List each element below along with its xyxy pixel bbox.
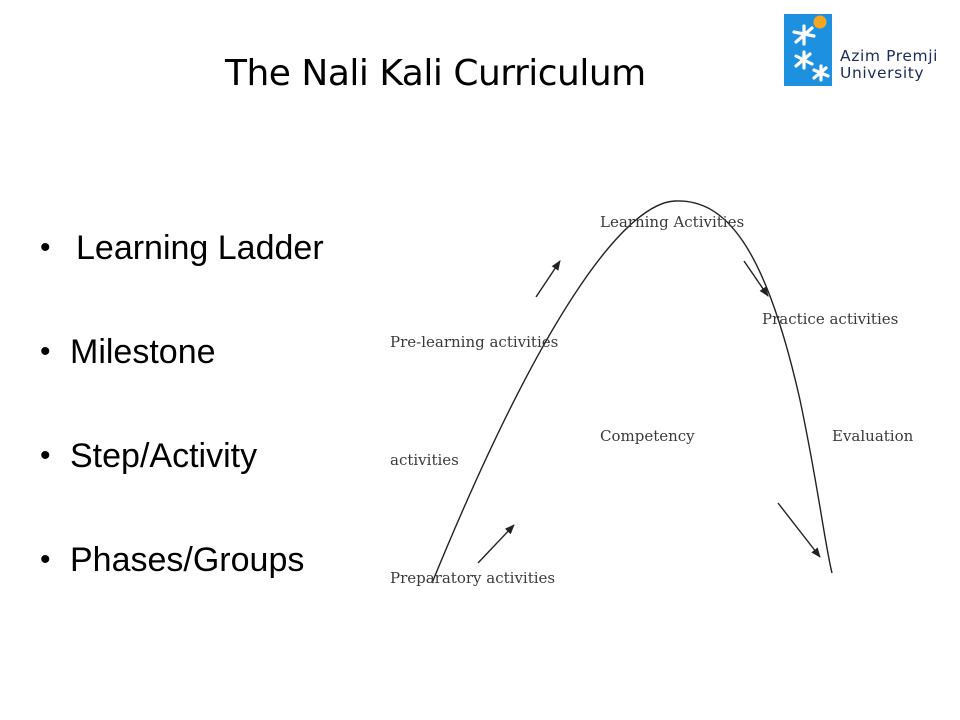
arrow-up-pre-learning (535, 260, 561, 298)
arrow-down-practice (743, 260, 769, 297)
bullet-icon: • (40, 543, 51, 576)
bullet-item-learning-ladder: • Learning Ladder (40, 222, 380, 326)
bullet-icon: • (40, 439, 51, 472)
logo-text: Azim Premji University (840, 48, 938, 82)
arrow-up-preparatory (477, 524, 515, 564)
label-learning-activities: Learning Activities (600, 213, 745, 231)
learning-curve (431, 200, 833, 584)
label-evaluation: Evaluation (832, 427, 914, 445)
label-competency: Competency (600, 427, 695, 445)
bullet-icon: • (40, 231, 51, 264)
learning-cycle-graphic (431, 200, 833, 584)
logo-mark-icon (784, 14, 832, 86)
learning-cycle-diagram: Learning Activities Practice activities … (380, 185, 960, 605)
bullet-icon: • (40, 335, 51, 368)
bullet-text: Learning Ladder (76, 229, 324, 267)
bullet-text: Phases/Groups (70, 541, 305, 579)
bullet-item-step-activity: • Step/Activity (40, 430, 380, 534)
logo-line-1: Azim Premji (840, 47, 939, 65)
label-practice-activities: Practice activities (762, 310, 899, 328)
logo-line-2: University (840, 64, 925, 82)
arrow-down-evaluation (777, 502, 821, 558)
label-preparatory-activities: Preparatory activities (390, 569, 556, 587)
bullet-text: Step/Activity (70, 437, 258, 475)
label-pre-learning-activities: Pre-learning activities (390, 333, 559, 351)
bullet-item-milestone: • Milestone (40, 326, 380, 430)
page-title: The Nali Kali Curriculum (225, 53, 646, 94)
label-activities: activities (390, 451, 459, 469)
bullet-text: Milestone (70, 333, 216, 371)
university-logo: Azim Premji University (784, 10, 954, 86)
bullet-list: • Learning Ladder • Milestone • Step/Act… (40, 222, 380, 638)
bullet-item-phases-groups: • Phases/Groups (40, 534, 380, 638)
